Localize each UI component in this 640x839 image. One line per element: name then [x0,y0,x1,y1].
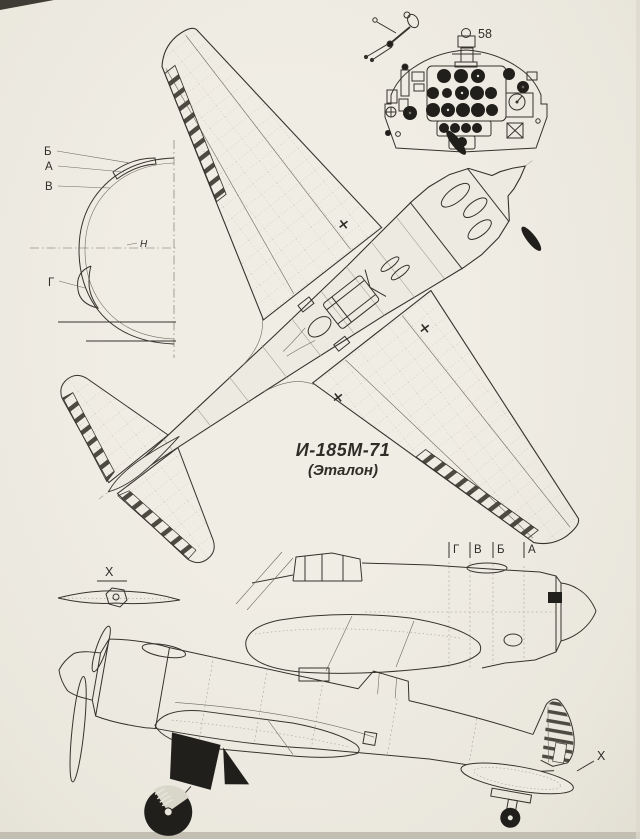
gunsight [452,28,481,68]
starboard-stabilizer [116,446,215,564]
section-labels: Б А В Г [44,146,131,289]
port-stabilizer [60,374,169,484]
forward-fuselage-side-view: Г В Б А [235,542,597,682]
control-stick-sketch [363,11,420,63]
canopy-side [292,552,363,582]
main-landing-gear [144,732,250,836]
wing-root-fillets [242,318,315,393]
instrument-panel-detail: 58 [384,27,548,153]
mark-v: В [474,544,482,556]
aircraft-designation: И-185М-71 [296,440,390,460]
title-block: И-185М-71 (Эталон) [296,440,390,479]
fin-plan [107,435,180,493]
page-number: 58 [478,27,492,41]
axis-mark: Н [126,239,148,250]
wing-root-airfoil [245,613,482,682]
full-side-view [58,625,575,836]
fuselage-side [155,647,555,773]
port-elevator [62,392,115,483]
starboard-wing [311,289,580,545]
canopy-plan [282,269,387,357]
cowl-details-side [365,562,562,647]
gauges-lower [439,123,482,147]
mark-a: А [528,544,536,556]
label-v: В [45,181,53,193]
port-wing [161,27,383,321]
rudder-section-label: X [597,749,606,763]
plan-view [60,27,580,564]
axis-mark-letter: Н [140,239,148,250]
fuselage-outline [251,562,597,669]
fuselage-panel-lines [198,656,478,764]
rudder-section-mark: X [576,749,606,772]
canopy-rail-bump [112,157,157,180]
propeller [69,625,111,783]
wing-fillet-bump [77,265,100,309]
blade-section-label: X [105,565,114,579]
label-a: А [45,161,53,173]
blade-section-detail: X [57,565,181,608]
gauge-cluster [426,65,507,150]
label-b: Б [44,146,52,158]
fuselage-cross-section: Б А В Г Н [30,140,176,358]
stabilizer-side [460,762,574,795]
frame-lines [448,562,525,668]
datum-crosses [333,219,430,402]
break-lines [235,551,294,611]
mark-g: Г [453,544,460,556]
section-marks: Г В Б А [448,542,536,558]
section-outline [78,157,175,345]
tail-wheel [490,787,533,828]
starboard-elevator [117,490,197,560]
fuselage-frames [137,217,445,471]
panel-right-instruments [503,68,541,139]
aircraft-variant: (Эталон) [308,462,378,479]
propeller-blade-tips [446,130,542,251]
gauges-row-3 [426,103,498,117]
mark-b: Б [497,544,505,556]
cowling-detail [380,167,510,281]
label-g: Г [48,277,55,289]
port-aileron [164,64,227,203]
side-hatch [362,730,378,746]
fin-and-rudder [532,698,575,767]
panel-left-instruments [385,63,425,137]
spinner-and-cowl [58,638,187,729]
starboard-aileron [415,449,539,539]
